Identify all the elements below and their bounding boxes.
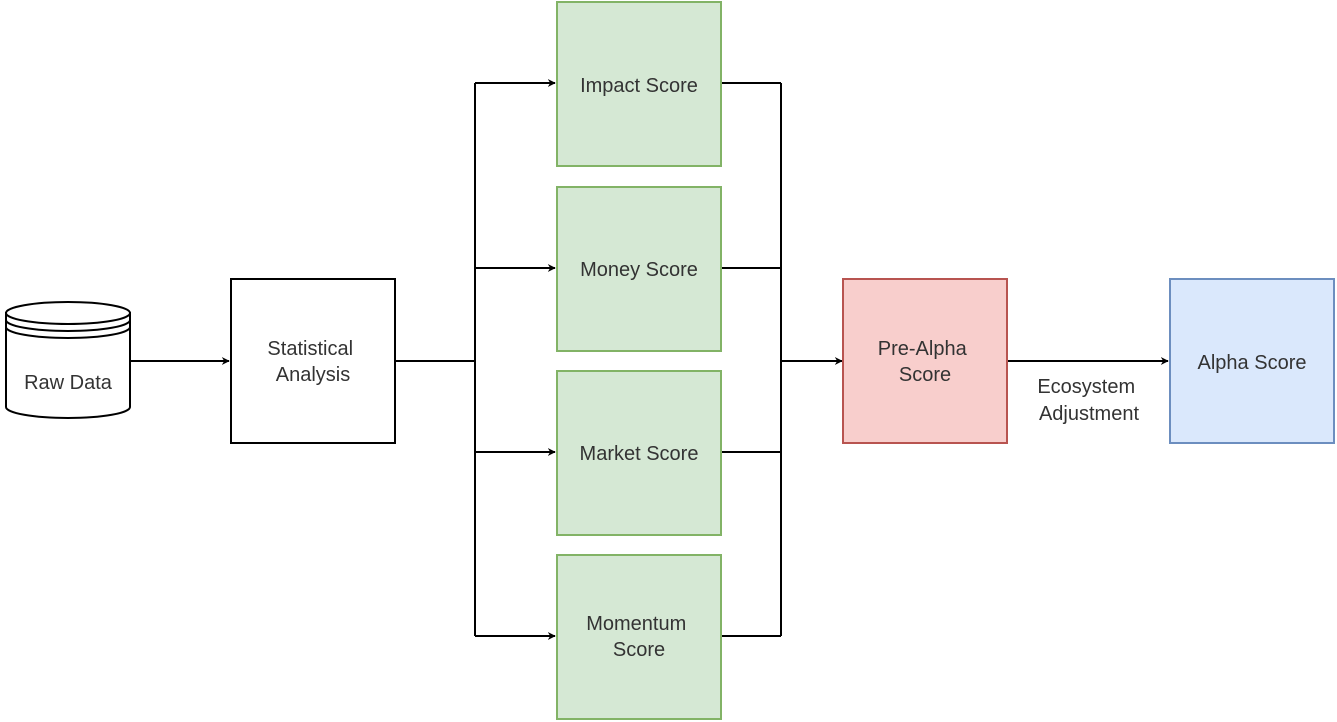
statistical-analysis-box: [230, 278, 396, 444]
money-score-node[interactable]: Money Score: [556, 186, 722, 352]
pre-alpha-score-label-line-2: Score: [899, 364, 951, 386]
pre-alpha-score-label-line-1: Pre-Alpha: [878, 338, 968, 360]
money-score-box: [556, 186, 722, 352]
statistical-analysis-label-line-2: Analysis: [276, 364, 350, 386]
raw-data-cylinder-ring-1: [5, 319, 131, 332]
statistical-analysis-node[interactable]: Statistical Analysis: [230, 278, 396, 444]
impact-score-node[interactable]: Impact Score: [556, 1, 722, 167]
momentum-score-label-line-2: Score: [613, 639, 665, 661]
edges: [130, 79, 1169, 640]
statistical-analysis-label-line-1: Statistical: [267, 338, 353, 360]
money-score-label: Money Score: [580, 259, 698, 281]
raw-data-cylinder-top: [5, 301, 131, 325]
ecosystem-adjustment-line-1: Ecosystem: [1037, 376, 1135, 398]
market-score-box: [556, 370, 722, 536]
impact-score-box: [556, 1, 722, 167]
pre-alpha-score-node[interactable]: Pre-Alpha Score: [842, 278, 1008, 444]
money-score-label-line-1: Money Score: [580, 259, 698, 281]
momentum-score-label-line-1: Momentum: [586, 613, 686, 635]
market-score-label-line-1: Market Score: [580, 443, 699, 465]
market-score-node[interactable]: Market Score: [556, 370, 722, 536]
pre-alpha-score-box: [842, 278, 1008, 444]
raw-data-label-line-1: Raw Data: [24, 372, 113, 394]
momentum-score-node[interactable]: Momentum Score: [556, 554, 722, 720]
ecosystem-adjustment-label: Ecosystem Adjustment: [1037, 376, 1140, 425]
ecosystem-adjustment-line-2: Adjustment: [1039, 403, 1139, 425]
momentum-score-label: Momentum Score: [586, 613, 692, 661]
raw-data-cylinder-body: [5, 312, 131, 419]
alpha-score-label-line-1: Alpha Score: [1198, 352, 1307, 374]
raw-data-node[interactable]: Raw Data: [5, 301, 131, 419]
pre-alpha-score-label: Pre-Alpha Score: [878, 338, 973, 386]
raw-data-label: Raw Data: [24, 372, 113, 394]
raw-data-cylinder-ring-2: [5, 326, 131, 339]
market-score-label: Market Score: [580, 443, 699, 465]
alpha-score-node[interactable]: Alpha Score: [1169, 278, 1335, 444]
momentum-score-box: [556, 554, 722, 720]
alpha-score-box: [1169, 278, 1335, 444]
impact-score-label-line-1: Impact Score: [580, 75, 698, 97]
alpha-score-label: Alpha Score: [1198, 352, 1307, 374]
statistical-analysis-label: Statistical Analysis: [267, 338, 358, 386]
impact-score-label: Impact Score: [580, 75, 698, 97]
